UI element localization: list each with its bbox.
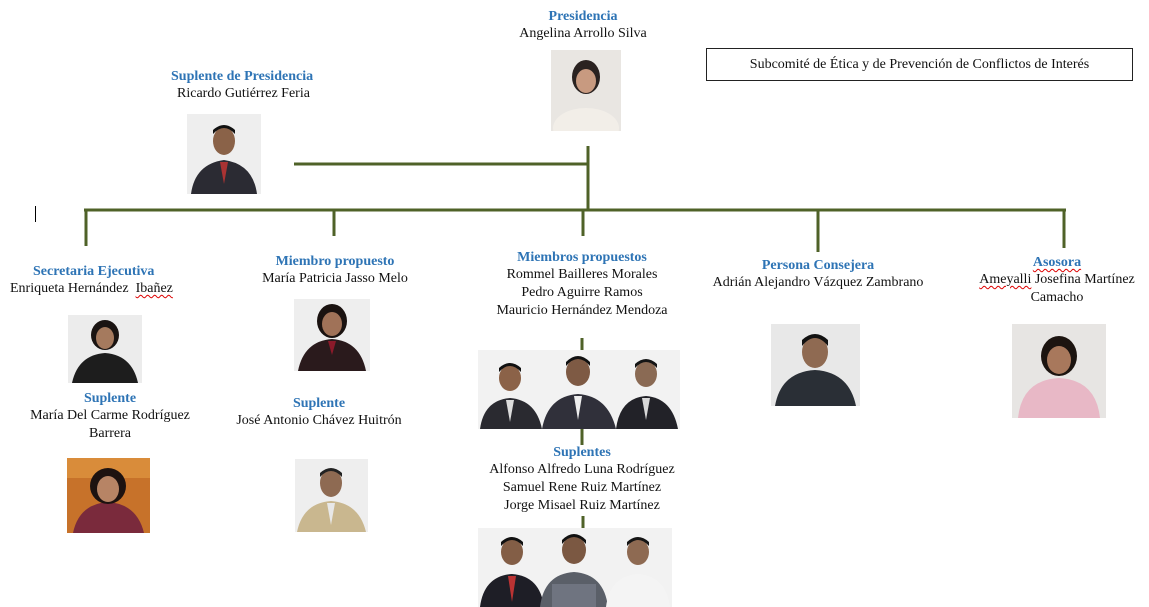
presidencia-block: Presidencia Angelina Arrollo Silva [488, 9, 678, 43]
photo-miembros-suplentes-group [478, 528, 672, 607]
photo-presidencia [551, 50, 621, 131]
role-label: Suplentes [553, 445, 611, 460]
person-name: Adrián Alejandro Vázquez Zambrano [712, 275, 924, 290]
person-name-part: Enriqueta Hernández [10, 281, 129, 296]
person-name-line2: Barrera [89, 426, 131, 441]
person-name: Enriqueta Hernández Ibañez [10, 280, 230, 298]
person-name: Jorge Misael Ruiz Martínez [504, 498, 660, 513]
photo-secretaria-suplente [67, 458, 150, 533]
asesora-block: Asosora Ameyalli Josefina Martínez Camac… [966, 255, 1148, 307]
person-name: Ameyalli Josefina Martínez [966, 271, 1148, 289]
person-name: Rommel Bailleres Morales [506, 267, 658, 282]
photo-consejera [771, 324, 860, 406]
miembro-block: Miembro propuesto María Patricia Jasso M… [240, 254, 430, 288]
secretaria-block: Secretaria Ejecutiva Enriqueta Hernández… [10, 264, 230, 298]
role-label: Secretaria Ejecutiva [33, 264, 155, 279]
person-name: María Del Carme Rodríguez [30, 408, 190, 423]
role-label: Asosora [1032, 255, 1082, 270]
role-label: Miembros propuestos [517, 250, 647, 265]
person-name: Samuel Rene Ruiz Martínez [502, 480, 662, 495]
photo-miembro-suplente [295, 459, 368, 532]
photo-asesora [1012, 324, 1106, 418]
person-name: José Antonio Chávez Huitrón [236, 413, 402, 428]
person-name-line2: Camacho [1030, 290, 1084, 305]
secretaria-suplente-block: Suplente María Del Carme Rodríguez Barre… [10, 391, 210, 443]
miembros-block: Miembros propuestos Rommel Bailleres Mor… [472, 250, 692, 320]
role-label: Suplente [292, 396, 346, 411]
person-name-part: Ibañez [135, 281, 173, 296]
person-name-part: Josefina Martínez [1031, 272, 1135, 287]
person-name: Pedro Aguirre Ramos [521, 285, 643, 300]
photo-miembros-group [478, 350, 680, 429]
text-cursor [35, 206, 36, 222]
consejera-block: Persona Consejera Adrián Alejandro Vázqu… [700, 258, 936, 292]
person-name: Alfonso Alfredo Luna Rodríguez [489, 462, 675, 477]
person-name-part: Ameyalli [979, 272, 1032, 287]
chart-title: Subcomité de Ética y de Prevención de Co… [749, 56, 1090, 72]
role-label: Miembro propuesto [275, 254, 395, 269]
role-label: Persona Consejera [761, 258, 875, 273]
role-label: Suplente de Presidencia [171, 69, 314, 84]
photo-miembro [294, 299, 370, 371]
chart-title-box: Subcomité de Ética y de Prevención de Co… [706, 48, 1133, 81]
photo-suplente-presidencia [187, 114, 261, 194]
person-name: Ricardo Gutiérrez Feria [177, 86, 310, 101]
miembro-suplente-block: Suplente José Antonio Chávez Huitrón [224, 396, 414, 430]
person-name: María Patricia Jasso Melo [262, 271, 408, 286]
role-label: Presidencia [548, 9, 618, 24]
miembros-suplentes-block: Suplentes Alfonso Alfredo Luna Rodríguez… [462, 445, 702, 515]
suplente-presidencia-block: Suplente de Presidencia Ricardo Gutiérre… [171, 69, 371, 103]
person-name: Mauricio Hernández Mendoza [496, 303, 668, 318]
photo-secretaria [68, 315, 142, 383]
person-name: Angelina Arrollo Silva [519, 26, 647, 41]
role-label: Suplente [83, 391, 137, 406]
